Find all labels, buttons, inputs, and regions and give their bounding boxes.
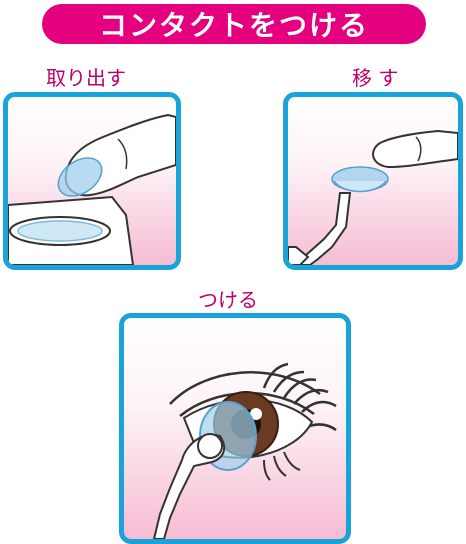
holding-finger	[288, 246, 310, 265]
lens-applicator	[152, 433, 226, 539]
panel-insert	[119, 313, 351, 544]
insert-illustration	[152, 362, 337, 539]
lens-applicator	[296, 192, 352, 265]
step-label-transfer: 移 す	[352, 66, 399, 90]
applicator-tip	[197, 433, 223, 459]
title-banner: コンタクトをつける	[42, 4, 426, 44]
eye-highlight	[250, 408, 262, 420]
lens-in-case	[17, 220, 103, 242]
take-out-illustration	[8, 113, 176, 265]
fingernail-line	[415, 136, 422, 162]
finger	[372, 129, 458, 169]
fingernail-line	[117, 138, 128, 170]
transfer-illustration	[288, 129, 458, 265]
upper-eyelid-crease	[169, 371, 321, 405]
step-label-take-out: 取り出す	[46, 66, 126, 90]
panel-transfer	[283, 92, 463, 270]
lens-curve	[333, 180, 387, 193]
lens-on-finger	[57, 157, 103, 197]
step-label-insert: つける	[198, 288, 258, 312]
lower-eyelashes	[263, 451, 301, 481]
panel-take-out	[3, 92, 181, 270]
page-title: コンタクトをつける	[98, 9, 369, 42]
